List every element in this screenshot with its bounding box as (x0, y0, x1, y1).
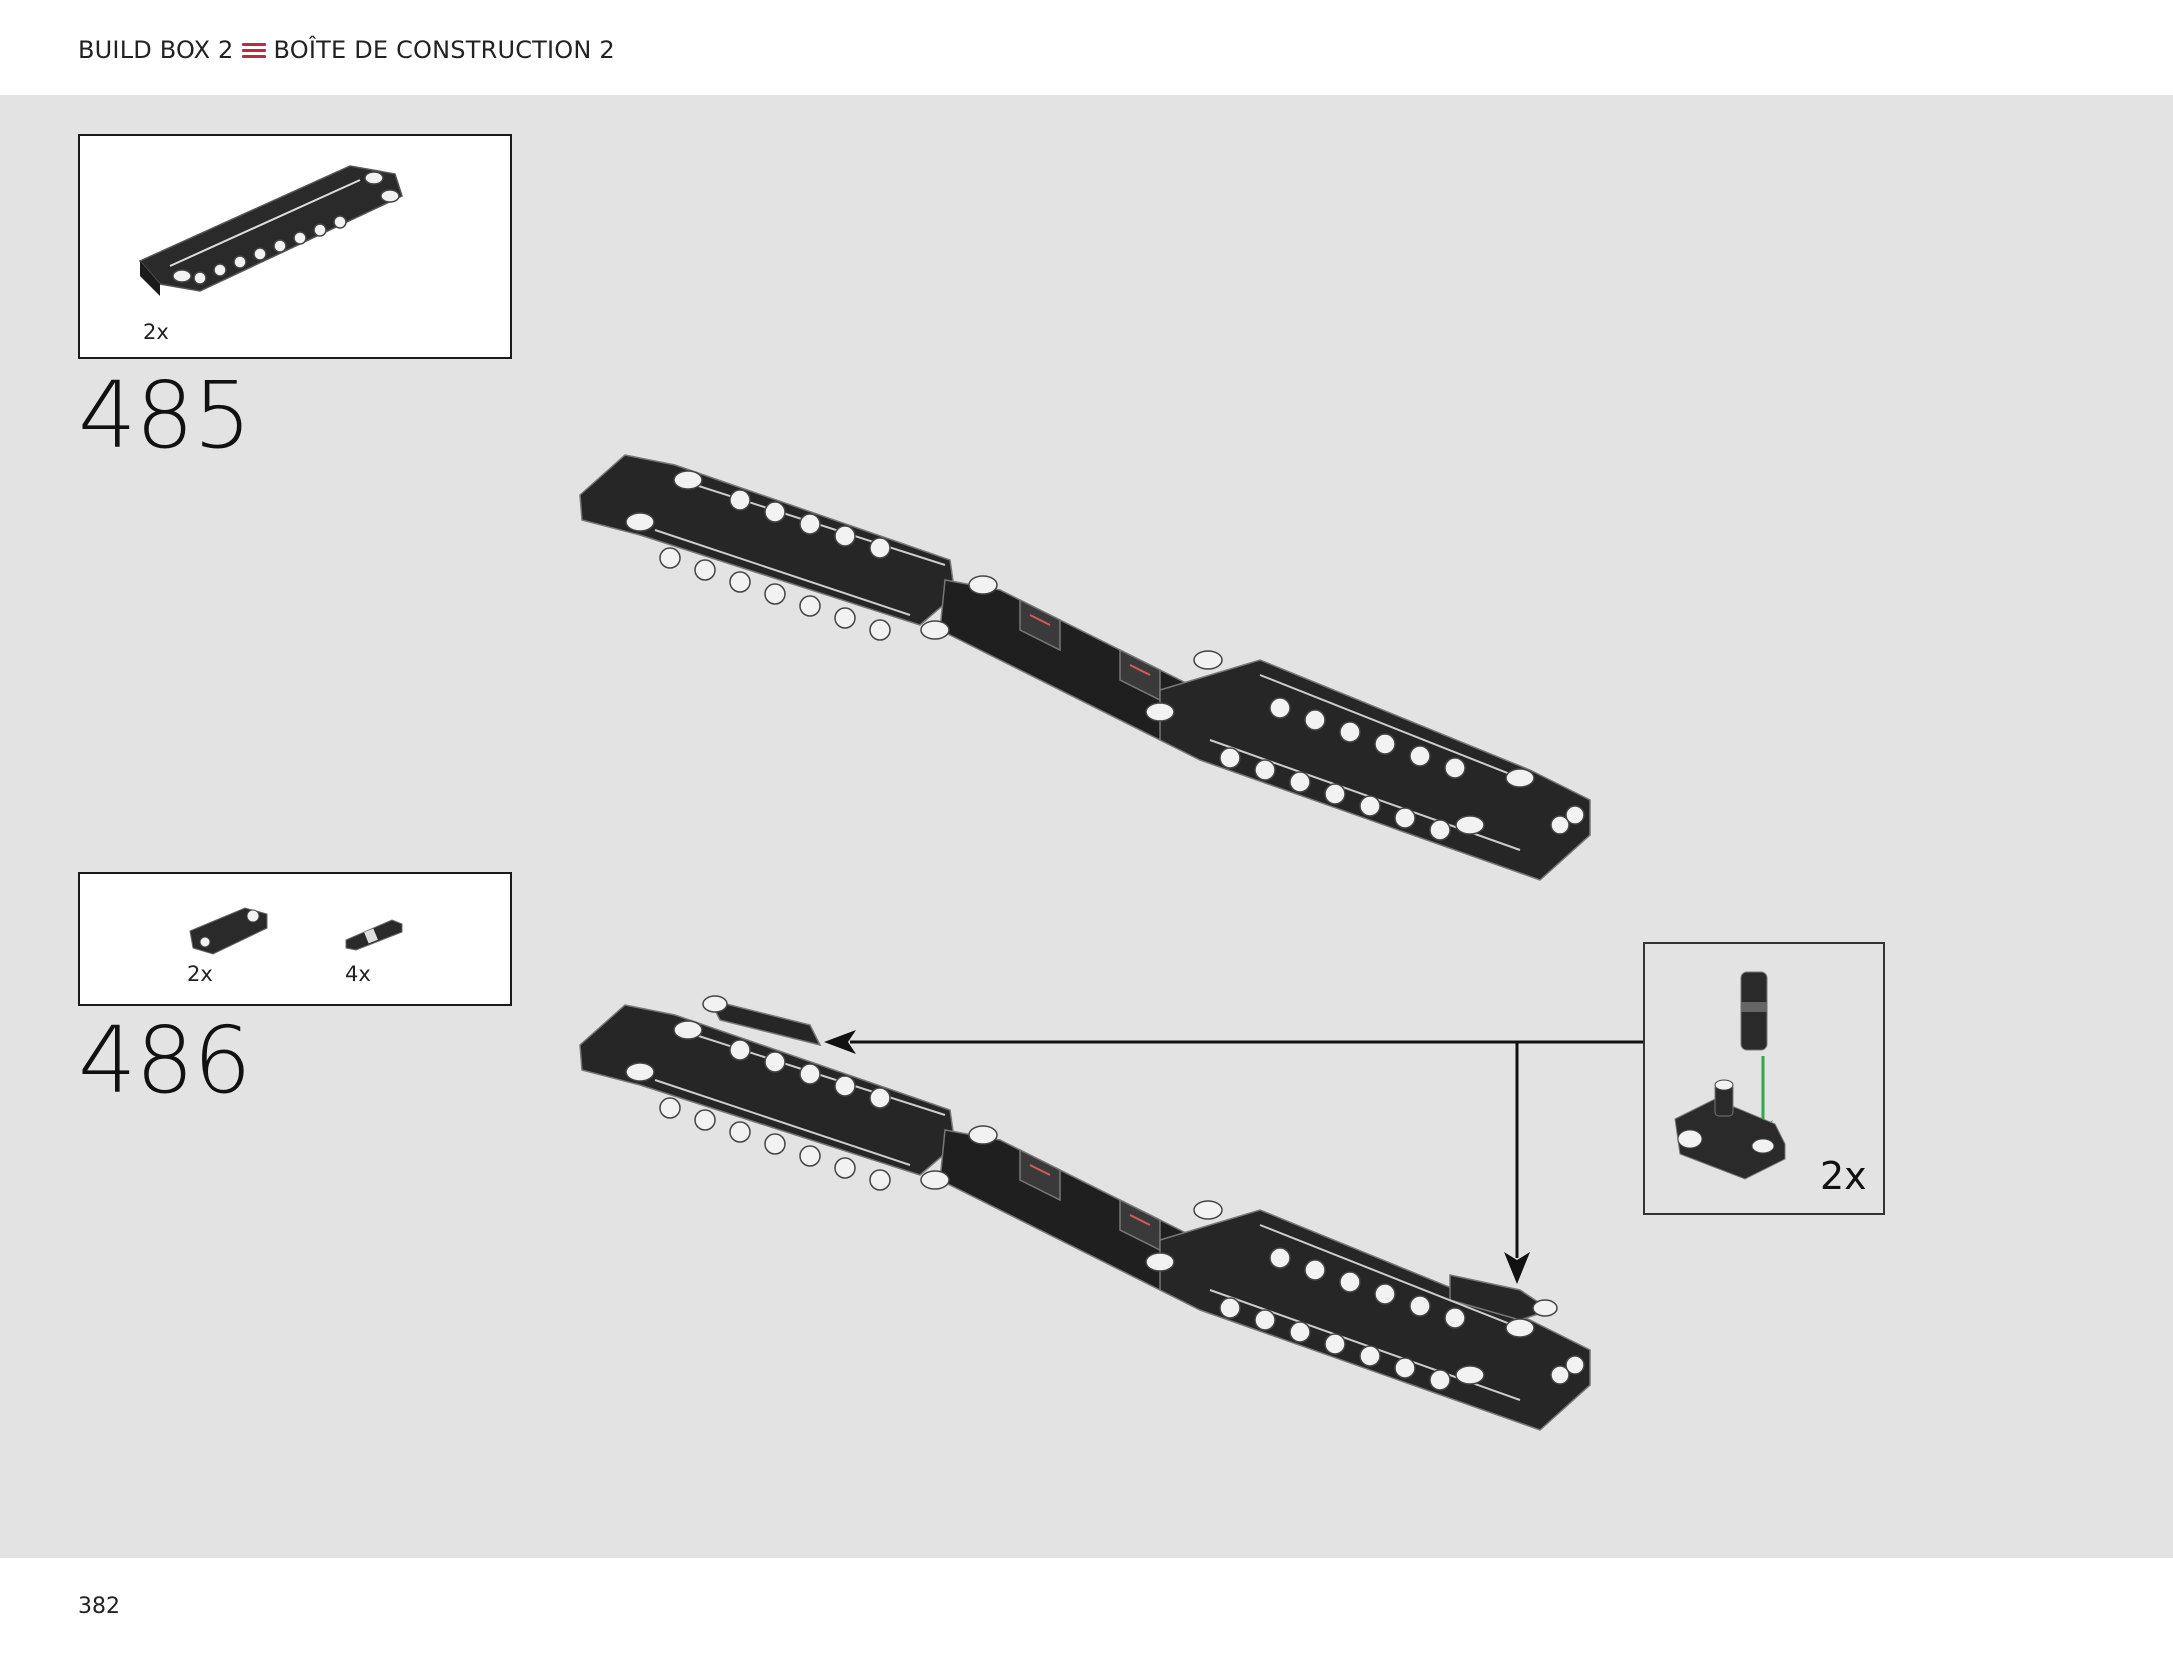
connector-part-icon (189, 907, 268, 955)
step-486-assembly (579, 995, 1591, 1431)
menu-icon (241, 41, 266, 59)
beam-panel-part-icon (138, 165, 403, 296)
build-box-title: BUILD BOX 2 BOÎTE DE CONSTRUCTION 2 (78, 34, 615, 66)
placement-arrows (824, 1030, 1643, 1284)
page-header: BUILD BOX 2 BOÎTE DE CONSTRUCTION 2 (0, 0, 2173, 95)
page-number: 382 (78, 1594, 120, 1619)
parts-box-step-485: 2x (78, 134, 512, 359)
page-footer (0, 1558, 2173, 1654)
part-quantity: 2x (143, 320, 169, 344)
arrow-left-icon (824, 1030, 856, 1054)
parts-box-step-486: 2x 4x (78, 872, 512, 1006)
callout-quantity: 2x (1820, 1154, 1867, 1198)
callout-subassembly-diagram (1674, 971, 1786, 1180)
title-french: BOÎTE DE CONSTRUCTION 2 (273, 36, 615, 64)
step-number: 486 (78, 1007, 252, 1114)
step-number: 485 (78, 362, 252, 469)
sub-assembly-callout: 2x (1643, 942, 1885, 1215)
step-485-assembly (579, 454, 1591, 881)
title-english: BUILD BOX 2 (78, 36, 234, 64)
part-quantity: 2x (187, 962, 213, 986)
pin-part-icon (345, 919, 403, 951)
arrow-down-icon (1504, 1252, 1530, 1284)
part-quantity: 4x (345, 962, 371, 986)
